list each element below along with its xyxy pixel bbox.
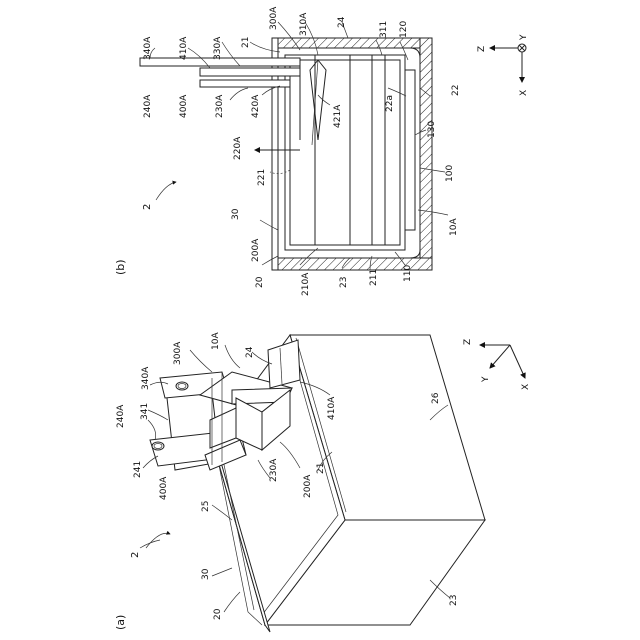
label-b-210A: 210A — [301, 272, 311, 296]
label-a-410A: 410A — [327, 396, 337, 420]
figure-a: (a) — [114, 332, 531, 632]
label-b-22: 22 — [451, 85, 461, 96]
label-a-200A: 200A — [303, 474, 313, 498]
label-b-420A: 420A — [251, 94, 261, 118]
label-b-410A: 410A — [179, 36, 189, 60]
label-b-200A: 200A — [251, 238, 261, 262]
label-a-26: 26 — [431, 392, 441, 404]
internal-structure — [278, 48, 420, 258]
figure-b: (b) — [114, 6, 529, 296]
label-a-400A: 400A — [159, 476, 169, 500]
label-a-21: 21 — [316, 463, 326, 474]
axis-b-z: Z — [477, 46, 487, 52]
label-b-220A: 220A — [233, 136, 243, 160]
label-a-24: 24 — [245, 346, 255, 358]
axis-a-z: Z — [463, 339, 473, 345]
label-b-130: 130 — [427, 121, 437, 138]
label-b-310A: 310A — [299, 12, 309, 36]
label-b-110: 110 — [403, 265, 413, 282]
label-b-22a: 22a — [385, 95, 395, 112]
label-a-300A: 300A — [173, 341, 183, 365]
label-b-421A: 421A — [333, 104, 343, 128]
axis-b-x: X — [519, 90, 529, 96]
label-b-340A: 340A — [143, 36, 153, 60]
label-b-230A: 230A — [215, 94, 225, 118]
axis-b-y: Y — [519, 34, 529, 41]
label-b-120: 120 — [399, 21, 409, 38]
label-b-211: 211 — [369, 269, 379, 286]
label-a-25: 25 — [201, 501, 211, 512]
label-b-240A: 240A — [143, 94, 153, 118]
label-b-330A: 330A — [213, 36, 223, 60]
label-a-30: 30 — [201, 568, 211, 580]
label-b-10A: 10A — [449, 218, 459, 236]
label-b-100: 100 — [445, 165, 455, 182]
label-a-2: 2 — [130, 552, 141, 558]
label-b-300A: 300A — [269, 6, 279, 30]
label-b-23: 23 — [339, 277, 349, 288]
label-b-400A: 400A — [179, 94, 189, 118]
figure-a-caption: (a) — [114, 615, 127, 630]
label-b-20: 20 — [255, 276, 265, 288]
label-a-23: 23 — [449, 595, 459, 606]
figure-b-caption: (b) — [114, 259, 127, 275]
label-b-30: 30 — [231, 208, 241, 220]
label-a-340A: 340A — [141, 366, 151, 390]
axis-a-x: X — [521, 384, 531, 390]
label-b-21: 21 — [241, 37, 251, 48]
label-a-10A: 10A — [211, 332, 221, 350]
axes-b: Z Y X — [477, 34, 529, 96]
axes-a: Z Y X — [463, 339, 531, 390]
label-a-20: 20 — [213, 608, 223, 620]
label-a-241: 241 — [133, 461, 143, 478]
axis-a-y: Y — [481, 376, 491, 383]
label-a-341: 341 — [140, 403, 150, 420]
label-a-230A: 230A — [269, 458, 279, 482]
label-a-240A: 240A — [116, 404, 126, 428]
label-b-2: 2 — [142, 204, 153, 210]
label-b-24: 24 — [337, 16, 347, 28]
label-b-221: 221 — [257, 169, 267, 186]
label-b-311: 311 — [379, 21, 389, 38]
